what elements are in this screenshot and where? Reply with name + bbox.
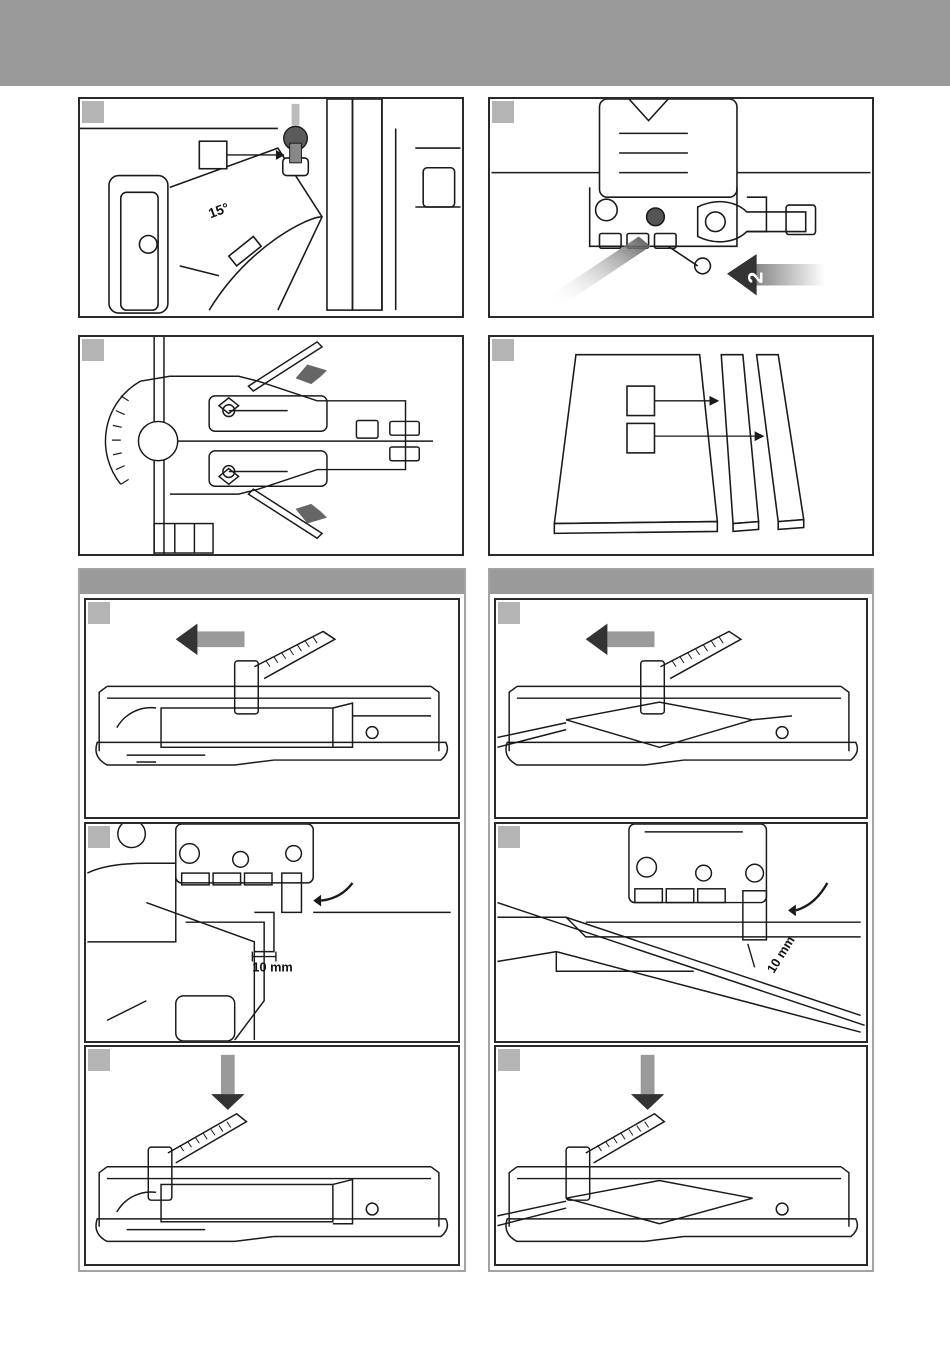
arrow-left-icon — [176, 624, 245, 655]
curved-arrow-icon — [796, 883, 827, 910]
curved-arrow-icon — [321, 883, 352, 901]
figure-gap-straight: 10 mm — [84, 822, 460, 1043]
gap-label: 10 mm — [252, 959, 292, 974]
figure-handle-lock: 2 — [488, 97, 874, 318]
figure-square-guide — [78, 335, 464, 556]
callout-box — [199, 141, 226, 168]
figure-cutter-straight-push — [84, 598, 460, 819]
arrow-left-icon — [586, 624, 655, 655]
gap-label: 10 mm — [764, 933, 798, 975]
callout-box — [627, 423, 654, 452]
arrow-down-icon — [211, 1055, 244, 1110]
arrow-down-icon — [296, 504, 327, 524]
section-header — [490, 570, 872, 594]
direction-number: 2 — [742, 272, 767, 284]
section-header — [80, 570, 464, 594]
callout-box — [627, 386, 654, 415]
figure-press-diagonal — [494, 1045, 868, 1266]
header-bar — [0, 0, 950, 86]
figure-cutter-diagonal-push — [494, 598, 868, 819]
angle-label: 15° — [206, 200, 231, 221]
arrow-up-icon — [296, 364, 327, 384]
arrow-down-icon — [631, 1055, 664, 1110]
figure-gap-diagonal: 10 mm — [494, 822, 868, 1043]
figure-cut-strips — [488, 335, 874, 556]
figure-bolt-adjust: 15° — [78, 97, 464, 318]
figure-press-straight — [84, 1045, 460, 1266]
bolt-icon — [283, 126, 309, 175]
